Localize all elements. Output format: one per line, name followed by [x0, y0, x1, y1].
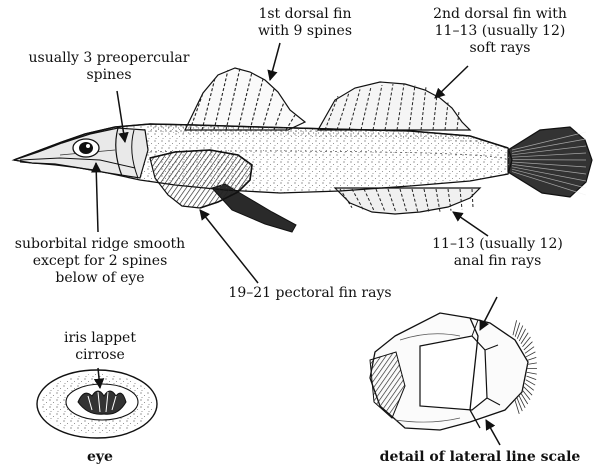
- fin-ray: [527, 372, 537, 374]
- label-second-dorsal-fin: 2nd dorsal fin with 11–13 (usually 12) s…: [400, 6, 600, 57]
- fin-ray: [526, 380, 535, 385]
- arrow-second-dorsal: [435, 66, 468, 98]
- label-iris-line1: iris lappet: [55, 330, 145, 347]
- label-pectoral-fin-rays: 19–21 pectoral fin rays: [210, 285, 410, 302]
- fin-ray: [522, 390, 530, 400]
- label-preopercular-line1: usually 3 preopercular: [14, 50, 204, 67]
- label-iris-lappet: iris lappet cirrose: [55, 330, 145, 364]
- anal-fin: [335, 188, 480, 214]
- arrow-pectoral: [200, 210, 258, 283]
- label-suborbital-line3: below of eye: [0, 270, 200, 287]
- label-anal-line2: anal fin rays: [410, 253, 585, 270]
- label-first-dorsal-line1: 1st dorsal fin: [250, 6, 360, 23]
- arrow-first-dorsal: [270, 43, 280, 80]
- fin-ray: [521, 333, 528, 344]
- fin-ray: [519, 329, 525, 341]
- label-iris-line2: cirrose: [55, 347, 145, 364]
- fin-ray: [526, 376, 536, 380]
- arrow-anal: [453, 212, 488, 236]
- label-suborbital-line2: except for 2 spines: [0, 253, 200, 270]
- label-anal-fin-rays: 11–13 (usually 12) anal fin rays: [410, 236, 585, 270]
- label-suborbital-ridge: suborbital ridge smooth except for 2 spi…: [0, 236, 200, 287]
- label-first-dorsal-fin: 1st dorsal fin with 9 spines: [250, 6, 360, 40]
- label-second-dorsal-line2: 11–13 (usually 12): [400, 23, 600, 40]
- label-anal-line1: 11–13 (usually 12): [410, 236, 585, 253]
- caudal-fin: [508, 127, 592, 197]
- label-preopercular-line2: spines: [14, 67, 204, 84]
- caption-lateral-line-scale: detail of lateral line scale: [360, 449, 600, 466]
- label-suborbital-line1: suborbital ridge smooth: [0, 236, 200, 253]
- fin-ray: [526, 352, 535, 357]
- fin-ray: [521, 393, 528, 404]
- label-second-dorsal-line3: soft rays: [400, 40, 600, 57]
- label-preopercular-spines: usually 3 preopercular spines: [14, 50, 204, 84]
- eye-detail-drawing: [37, 370, 157, 438]
- second-dorsal-fin: [318, 82, 470, 130]
- label-first-dorsal-line2: with 9 spines: [250, 23, 360, 40]
- lateral-line-scale-drawing: [370, 313, 537, 430]
- arrow-scale-bottom: [486, 420, 500, 445]
- fish-eye: [73, 139, 99, 157]
- caption-eye: eye: [60, 449, 140, 466]
- label-second-dorsal-line1: 2nd dorsal fin with: [400, 6, 600, 23]
- fish-drawing: [14, 68, 592, 232]
- fin-ray: [527, 357, 537, 360]
- arrow-suborbital: [96, 163, 98, 232]
